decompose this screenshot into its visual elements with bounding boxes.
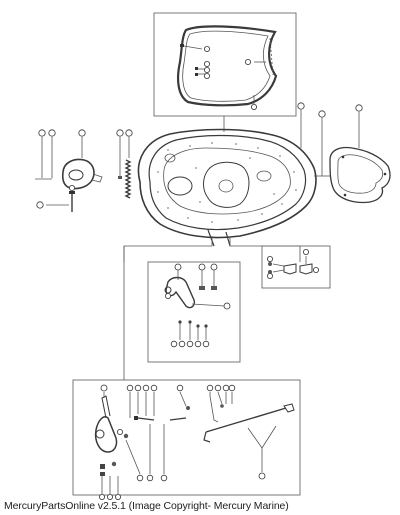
- tray-texture: [157, 142, 297, 223]
- right-box-frame: [261, 245, 331, 289]
- callout-low-m: [160, 474, 168, 482]
- cowl-clip-c-shape: [195, 73, 198, 76]
- callout-low-arm: [100, 384, 108, 392]
- gasket-group: [329, 112, 391, 204]
- top-box-frame: [153, 12, 297, 117]
- callout-washer: [36, 201, 44, 209]
- callout-low-bottom-b: [107, 493, 114, 500]
- gasket-outline: [329, 146, 391, 204]
- bottom-box-group: [72, 379, 301, 496]
- cowl-clip-a-shape: [180, 44, 184, 47]
- callout-cowl-clip-b: [203, 67, 210, 74]
- callout-low-bottom-a: [99, 493, 106, 500]
- callout-spring-b: [125, 129, 133, 137]
- callout-low-i: [228, 384, 236, 392]
- callout-cowl-clip-c: [203, 73, 210, 80]
- callout-low-e: [176, 384, 184, 392]
- callout-tray-bolt: [318, 110, 326, 118]
- callout-mid-w3: [186, 340, 194, 348]
- callout-latch: [78, 129, 86, 137]
- right-box-group: [261, 245, 331, 289]
- callout-low-rod: [258, 472, 266, 480]
- callout-mid-arm: [174, 263, 182, 271]
- left-parts-group: [35, 137, 132, 212]
- callout-tray: [297, 102, 305, 110]
- callout-low-b: [134, 384, 142, 392]
- callout-gasket: [355, 104, 363, 112]
- tray-outer-rim: [137, 128, 317, 239]
- low-rod-shape: [205, 407, 287, 433]
- callout-mid-nut-b: [210, 263, 218, 271]
- callout-mid-w4: [194, 340, 202, 348]
- tray-center-opening: [203, 161, 250, 208]
- cowl-seal-inner: [182, 30, 271, 102]
- tray-to-boxes-leader: [123, 236, 213, 380]
- callout-low-j: [117, 428, 124, 435]
- cowl-seal: [177, 25, 278, 107]
- callout-mid-w5: [202, 340, 210, 348]
- gasket-inner: [337, 154, 384, 194]
- callout-mid-nut-c: [164, 292, 171, 299]
- callout-low-g: [214, 384, 222, 392]
- callout-mid-w2: [178, 340, 186, 348]
- copyright-caption: MercuryPartsOnline v2.5.1 (Image Copyrig…: [4, 500, 289, 512]
- middle-box-group: [147, 261, 241, 363]
- tray-inner-rim: [148, 134, 307, 231]
- callout-low-f: [206, 384, 214, 392]
- callout-mid-nut-a: [198, 263, 206, 271]
- callout-screw-1: [38, 129, 46, 137]
- callout-low-d: [150, 384, 158, 392]
- callout-mid-link: [223, 302, 231, 310]
- callout-screw-2: [48, 129, 56, 137]
- callout-low-a: [126, 384, 134, 392]
- callout-mid-w1: [170, 340, 178, 348]
- callout-bracket-a: [266, 255, 273, 262]
- callout-bracket-b: [266, 272, 273, 279]
- callout-low-bottom-c: [115, 493, 122, 500]
- callout-low-h: [222, 384, 230, 392]
- callout-spring-a: [116, 129, 124, 137]
- callout-bracket-d: [312, 266, 319, 273]
- callout-bubbles: [36, 46, 363, 500]
- callout-cowl-seal: [203, 46, 210, 53]
- low-arm-shape: [94, 416, 118, 453]
- callout-cowl-clip-a: [203, 61, 210, 68]
- tray-bracket-tab: [207, 229, 215, 247]
- callout-bracket-c: [302, 248, 309, 255]
- callout-low-k: [136, 474, 144, 482]
- callout-bolt: [69, 184, 76, 191]
- tray-left-opening: [167, 176, 193, 196]
- callout-cowl-frame: [244, 59, 251, 66]
- bottom-box-frame: [72, 379, 301, 496]
- callout-cowl-bottom-clip: [250, 104, 257, 111]
- latch-body: [61, 158, 95, 190]
- tray-inner-well: [163, 147, 291, 215]
- callout-low-c: [142, 384, 150, 392]
- cowl-seal-group: [153, 12, 297, 117]
- middle-box-frame: [147, 261, 241, 363]
- spring-shape: [124, 159, 132, 199]
- cowl-clip-b-shape: [195, 67, 198, 70]
- callout-low-l: [146, 474, 154, 482]
- bottom-cowl-tray: [137, 110, 330, 247]
